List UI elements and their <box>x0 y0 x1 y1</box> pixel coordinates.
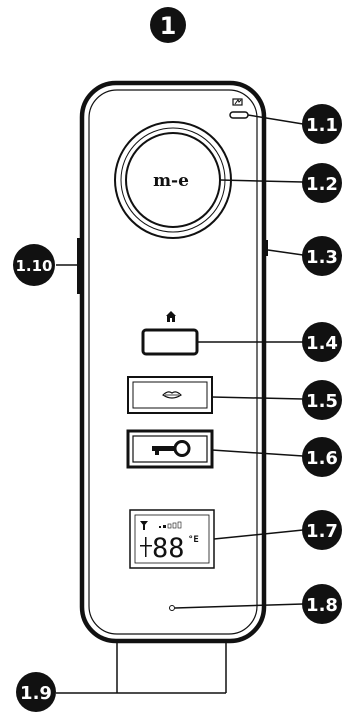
device-body <box>79 80 267 644</box>
callout-1-2: 1.2 <box>302 163 342 203</box>
svg-text:1.4: 1.4 <box>306 333 338 354</box>
callout-1-6: 1.6 <box>302 437 342 477</box>
signal-icon <box>140 521 148 530</box>
callout-1-4: 1.4 <box>302 322 342 362</box>
callout-1-8: 1.8 <box>302 584 342 624</box>
key-icon <box>152 440 191 457</box>
battery-indicator <box>229 98 249 119</box>
svg-text:1.8: 1.8 <box>306 595 338 616</box>
lips-icon <box>162 391 182 399</box>
leader-lines <box>56 114 304 609</box>
side-button-left[interactable] <box>77 238 82 294</box>
callout-1-5: 1.5 <box>302 380 342 420</box>
base-connector <box>56 641 227 694</box>
lcd-digits: 88 <box>152 533 185 564</box>
home-icon <box>166 311 176 322</box>
callout-1-10: 1.10 <box>13 244 55 286</box>
callout-1-7: 1.7 <box>302 510 342 550</box>
svg-text:1.7: 1.7 <box>306 521 338 542</box>
microphone-hole <box>169 605 175 611</box>
lcd-display: 88 °E <box>129 509 215 569</box>
door-key-button[interactable] <box>126 429 214 469</box>
brand-logo: m-e <box>153 171 189 191</box>
camera-lens: m-e <box>114 121 232 239</box>
svg-text:m-e: m-e <box>153 171 189 191</box>
device-inner-body <box>88 89 258 635</box>
svg-text:1: 1 <box>160 12 177 40</box>
callout-1-1: 1.1 <box>302 104 342 144</box>
svg-text:1.10: 1.10 <box>15 257 52 275</box>
svg-text:1.2: 1.2 <box>306 174 338 195</box>
svg-text:1.6: 1.6 <box>306 448 338 469</box>
lcd-suffix: °E <box>188 535 199 545</box>
svg-text:1.3: 1.3 <box>306 247 338 268</box>
lcd-plus-minus <box>140 537 152 557</box>
title-badge: 1 <box>150 7 186 43</box>
signal-strength-bars <box>159 521 182 529</box>
callout-1-9: 1.9 <box>16 672 56 712</box>
side-button-right[interactable] <box>264 240 268 256</box>
callout-1-3: 1.3 <box>302 236 342 276</box>
svg-text:1.1: 1.1 <box>306 115 338 136</box>
svg-text:1.5: 1.5 <box>306 391 338 412</box>
home-button[interactable] <box>141 328 199 356</box>
svg-text:1.9: 1.9 <box>20 683 52 704</box>
talk-button[interactable] <box>127 376 213 414</box>
